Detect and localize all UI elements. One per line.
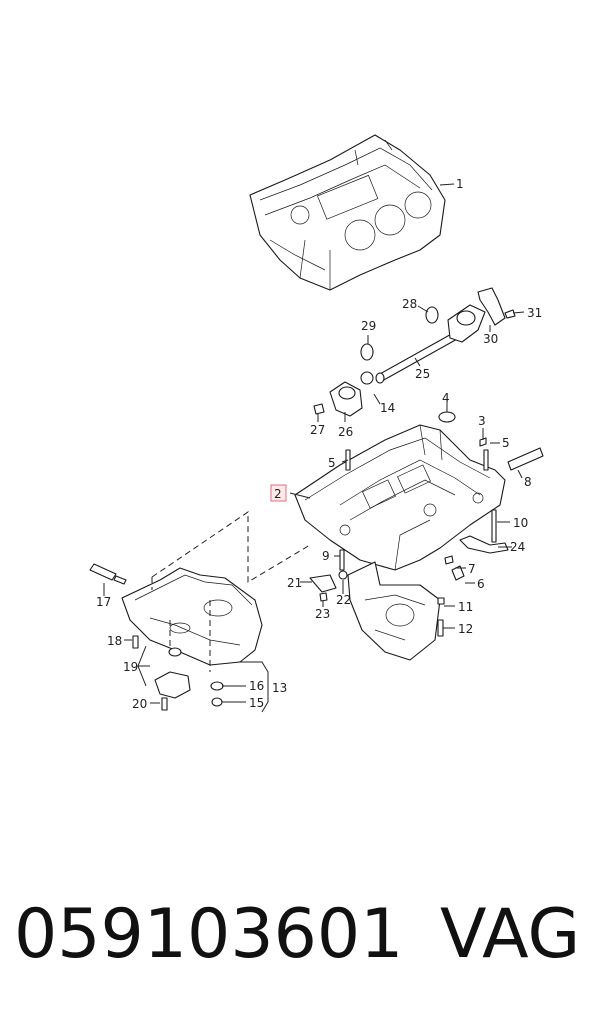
callout-5b: 5 (502, 436, 510, 450)
callout-2-highlight (270, 484, 287, 502)
callout-16: 16 (249, 679, 264, 693)
callout-9: 9 (322, 549, 330, 563)
footer: 059103601 VAG (0, 890, 600, 990)
callout-2: 2 (274, 487, 282, 501)
chain-tensioner-parts (313, 371, 374, 417)
callout-28: 28 (402, 297, 417, 311)
oil-pump-bracket (347, 561, 445, 661)
engine-block (249, 134, 446, 291)
sensor-parts (309, 570, 348, 602)
callout-15: 15 (249, 696, 264, 710)
callout-23: 23 (315, 607, 330, 621)
callout-29: 29 (361, 319, 376, 333)
lower-oil-pan (89, 563, 263, 711)
callout-30: 30 (483, 332, 498, 346)
callout-31: 31 (527, 306, 542, 320)
callout-7: 7 (468, 562, 476, 576)
shaft-assembly (360, 287, 516, 384)
callout-11: 11 (458, 600, 473, 614)
callout-1: 1 (456, 177, 464, 191)
brand-name: VAG (440, 895, 581, 974)
callout-18: 18 (107, 634, 122, 648)
callout-13: 13 (272, 681, 287, 695)
callout-12: 12 (458, 622, 473, 636)
callout-21: 21 (287, 576, 302, 590)
callout-24: 24 (510, 540, 525, 554)
exploded-parts-diagram: 1 2 3 4 5 5 6 7 8 9 10 11 12 13 14 15 16… (89, 134, 544, 713)
callout-10: 10 (513, 516, 528, 530)
assembly-guide-lines (151, 511, 311, 672)
callout-19: 19 (123, 660, 138, 674)
callout-25: 25 (415, 367, 430, 381)
callout-26: 26 (338, 425, 353, 439)
callout-20: 20 (132, 697, 147, 711)
bolts-and-fittings (339, 411, 544, 581)
callout-22: 22 (336, 593, 351, 607)
callout-27: 27 (310, 423, 325, 437)
part-number: 059103601 (14, 895, 404, 974)
callout-4: 4 (442, 391, 450, 405)
callout-labels: 1 2 3 4 5 5 6 7 8 9 10 11 12 13 14 15 16… (96, 177, 542, 711)
callout-8: 8 (524, 475, 532, 489)
callout-6: 6 (477, 577, 485, 591)
callout-14: 14 (380, 401, 395, 415)
callout-3: 3 (478, 414, 486, 428)
callout-5a: 5 (328, 456, 336, 470)
leader-lines (103, 183, 525, 713)
callout-17: 17 (96, 595, 111, 609)
